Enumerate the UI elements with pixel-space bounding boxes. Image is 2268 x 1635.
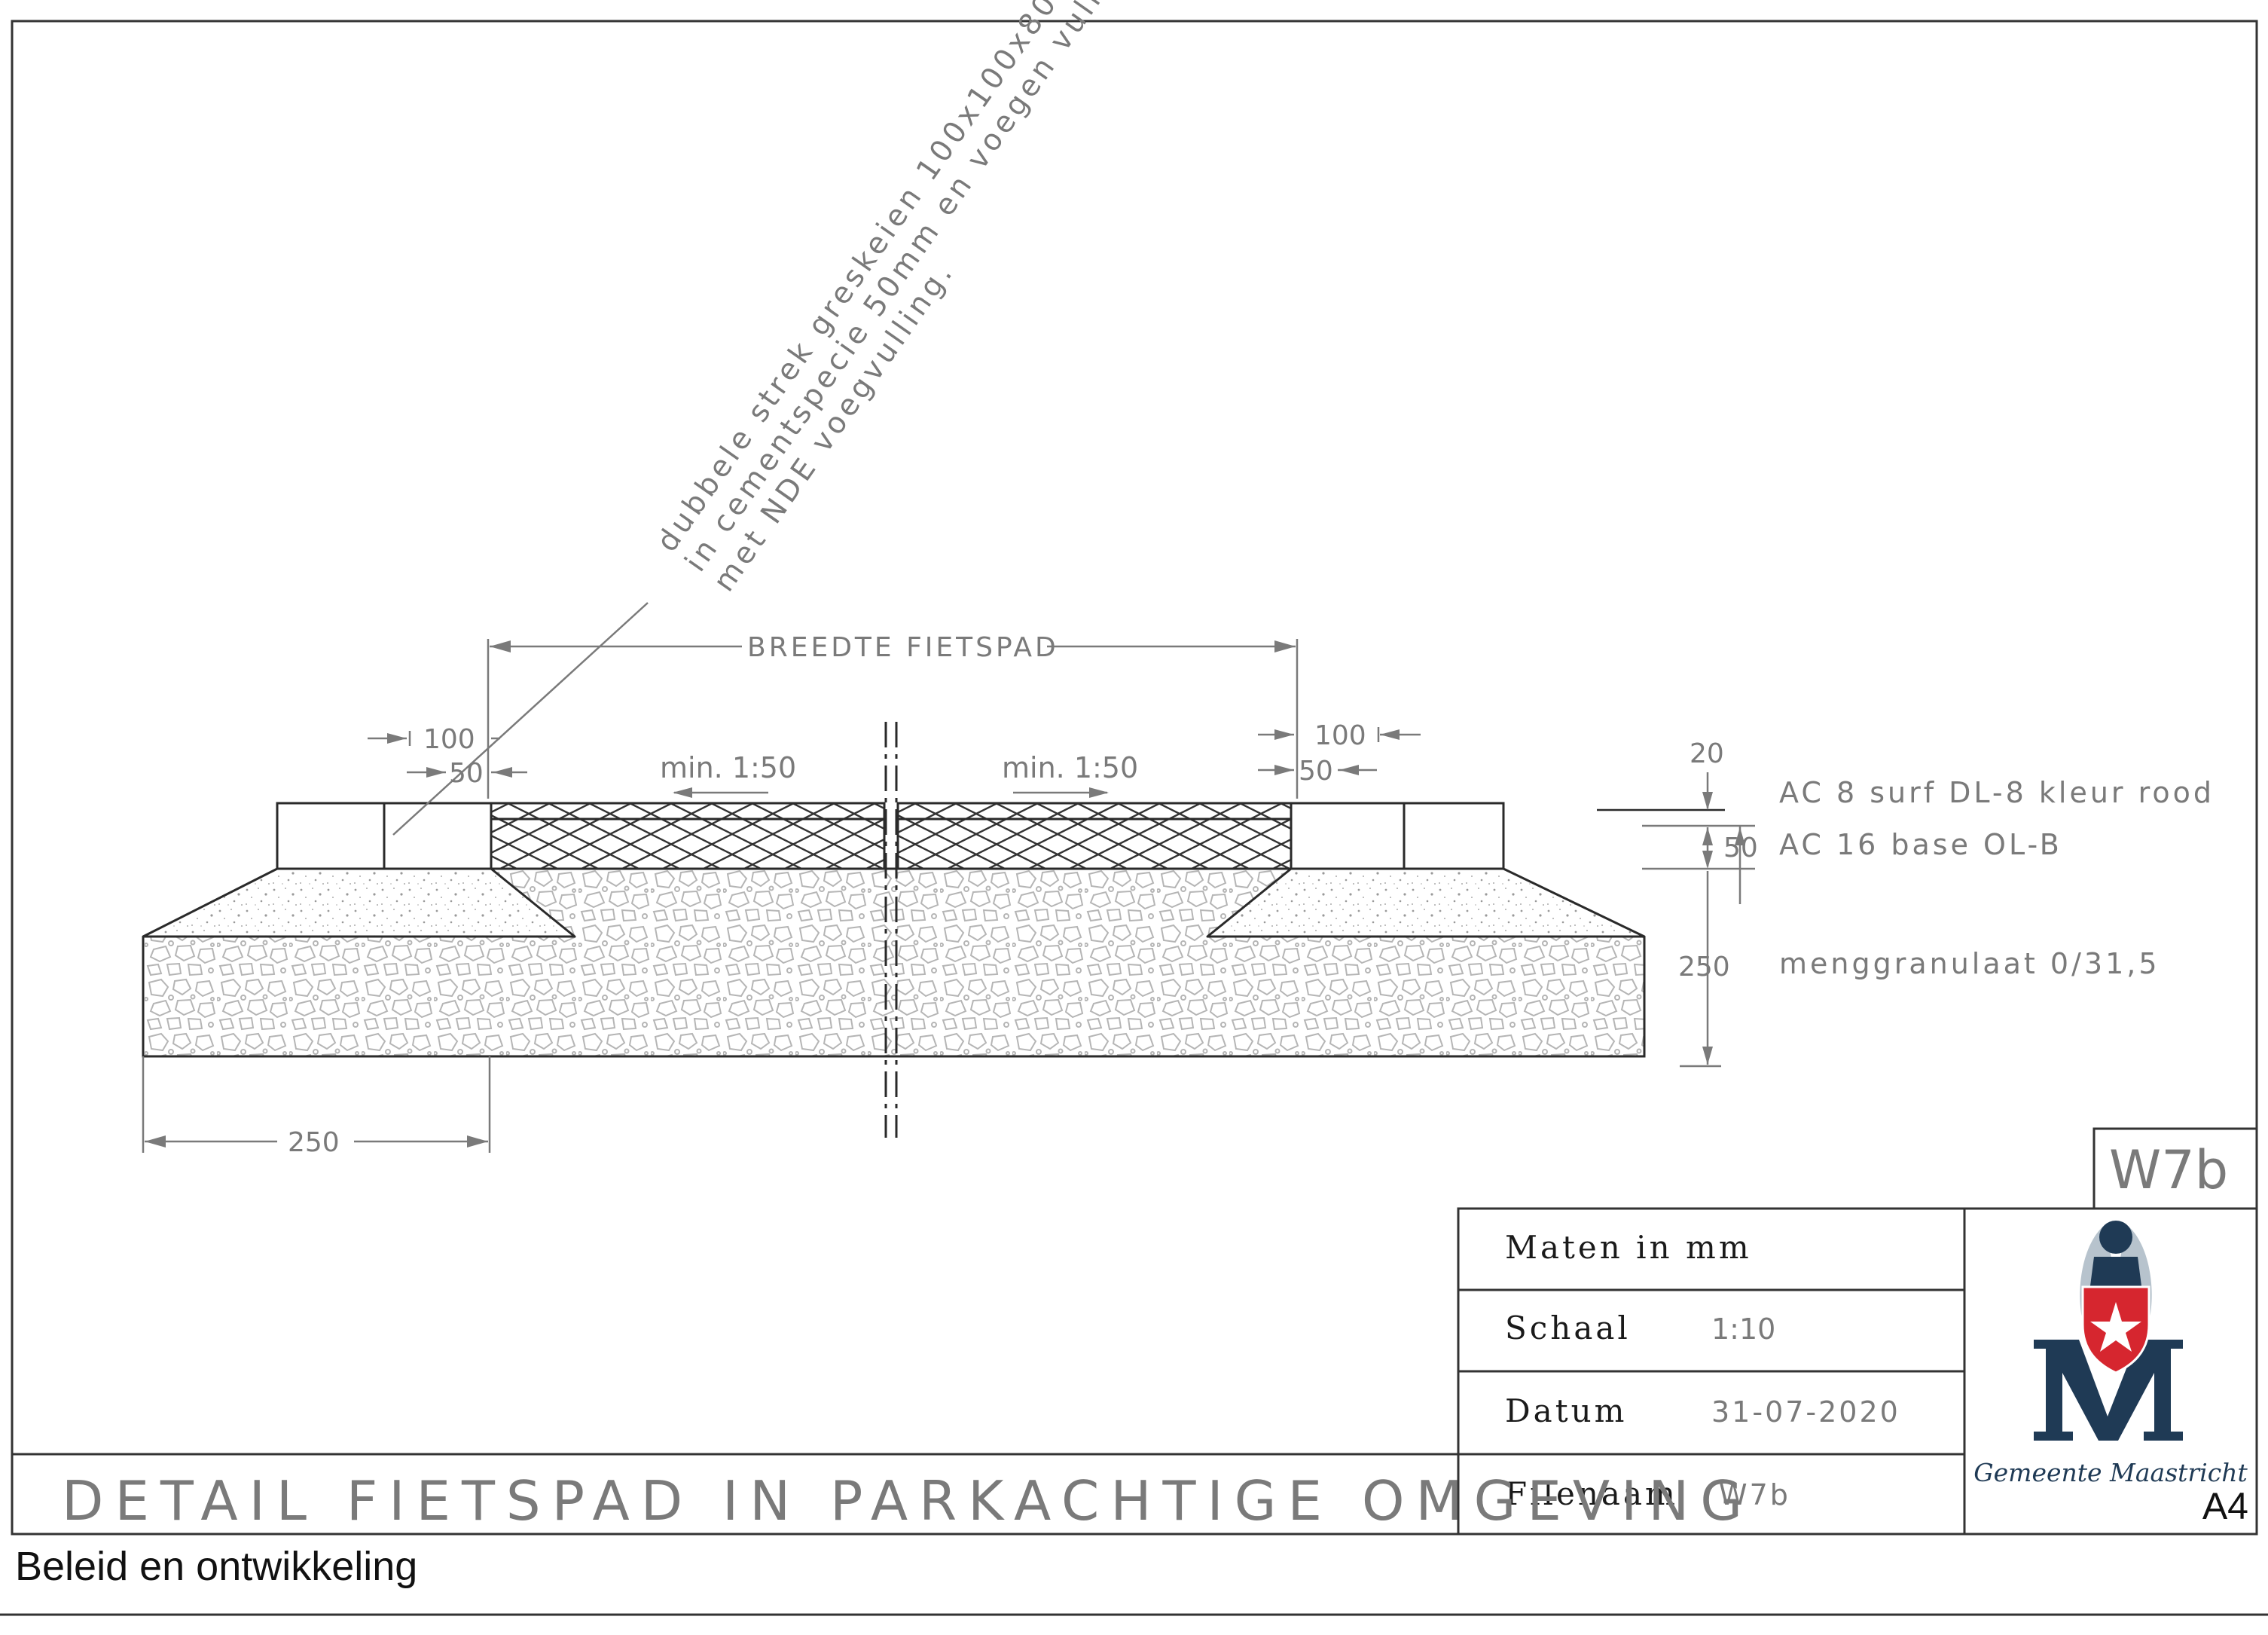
slope-right: min. 1:50 xyxy=(1002,751,1138,784)
scale-label: Schaal xyxy=(1505,1310,1631,1346)
asphalt-base-right xyxy=(896,818,1293,870)
layer-thickness-2: 50 xyxy=(1723,833,1758,863)
edge-stone-right-inner xyxy=(1290,802,1406,870)
annotation-line-2: in cementspecie 50mm en voegen vullen xyxy=(679,0,1135,578)
paper-size: A4 xyxy=(2202,1485,2248,1527)
gemeente-maastricht-logo: Gemeente Maastricht xyxy=(1973,1221,2248,1487)
asphalt-surface-left xyxy=(490,802,886,821)
layer-label-1: AC 8 surf DL-8 kleur rood xyxy=(1779,776,2215,809)
filename-label: Filenaam xyxy=(1505,1475,1678,1512)
layer-thickness-3: 250 xyxy=(1678,952,1730,983)
asphalt-base-left xyxy=(490,818,886,870)
centre-line xyxy=(884,722,898,1138)
drawing-code: W7b xyxy=(2109,1139,2228,1201)
department-footer: Beleid en ontwikkeling xyxy=(15,1544,418,1589)
asphalt-surface-right xyxy=(896,802,1293,821)
dimensions xyxy=(142,602,1755,1153)
sheet-border xyxy=(11,20,2258,1536)
annotation: dubbele strek greskeien 100x100x80mm in … xyxy=(650,0,1135,598)
layer-thickness-1: 20 xyxy=(1690,738,1724,769)
dim-250-bottom: 250 xyxy=(288,1127,340,1158)
foundation-layer xyxy=(143,869,1644,1056)
units-label: Maten in mm xyxy=(1505,1229,1752,1266)
filename-value: W7b xyxy=(1719,1478,1790,1511)
dim-100-left: 100 xyxy=(423,724,475,755)
logo-text: Gemeente Maastricht xyxy=(1973,1458,2248,1487)
dim-50-left: 50 xyxy=(449,758,484,789)
date-label: Datum xyxy=(1505,1392,1627,1429)
dim-50-right: 50 xyxy=(1299,756,1333,787)
cross-section xyxy=(142,722,1646,1138)
scale-value: 1:10 xyxy=(1711,1313,1775,1346)
drawing-title: DETAIL FIETSPAD IN PARKACHTIGE OMGEVING xyxy=(62,1469,1754,1533)
dim-100-right: 100 xyxy=(1314,720,1366,751)
slope-left: min. 1:50 xyxy=(660,751,796,784)
width-label: BREEDTE FIETSPAD xyxy=(747,632,1059,663)
title-block xyxy=(12,1127,2258,1536)
foundation-outline xyxy=(142,937,1646,1058)
layer-label-2: AC 16 base OL-B xyxy=(1779,828,2062,861)
edge-stone-left-inner xyxy=(383,802,493,870)
edge-stone-right-outer xyxy=(1403,802,1505,870)
layer-label-3: menggranulaat 0/31,5 xyxy=(1779,947,2160,980)
edge-stone-left-outer xyxy=(276,802,386,870)
date-value: 31-07-2020 xyxy=(1711,1395,1900,1429)
